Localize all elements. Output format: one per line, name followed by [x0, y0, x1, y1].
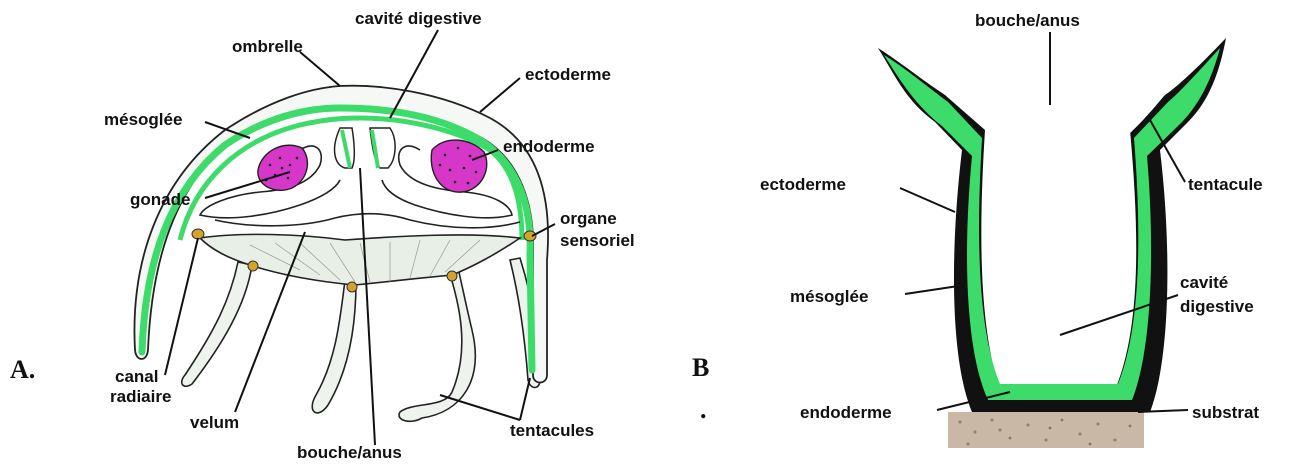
label-tentacule: tentacule	[1188, 175, 1263, 194]
panel-b-dot: .	[700, 395, 707, 424]
label-cavite-b: cavité	[1180, 273, 1228, 292]
label-velum: velum	[190, 413, 239, 432]
label-mesoglee-b: mésoglée	[790, 287, 868, 306]
label-endoderme-a: endoderme	[503, 137, 595, 156]
panel-a-medusa: cavité digestive ombrelle ectoderme méso…	[10, 9, 635, 462]
panel-b-polyp: bouche/anus ectoderme tentacule mésoglée…	[692, 0, 1263, 448]
label-sensoriel: sensoriel	[560, 231, 635, 250]
label-bouche-anus-b: bouche/anus	[975, 11, 1080, 30]
label-canal: canal	[115, 367, 158, 386]
panel-a-letter: A.	[10, 355, 35, 384]
label-gonade: gonade	[130, 190, 190, 209]
label-radiaire: radiaire	[110, 387, 171, 406]
label-endoderme-b: endoderme	[800, 403, 892, 422]
label-digestive-b: digestive	[1180, 297, 1254, 316]
label-ombrelle: ombrelle	[232, 37, 303, 56]
label-ectoderme-a: ectoderme	[525, 65, 611, 84]
label-tentacules: tentacules	[510, 421, 594, 440]
label-substrat: substrat	[1192, 403, 1259, 422]
label-ectoderme-b: ectoderme	[760, 175, 846, 194]
substrate	[948, 412, 1144, 448]
label-organe: organe	[560, 209, 617, 228]
panel-b-letter: B	[692, 353, 709, 382]
label-bouche-anus-a: bouche/anus	[297, 443, 402, 462]
label-mesoglee-a: mésoglée	[104, 110, 182, 129]
label-cavite-digestive: cavité digestive	[355, 9, 482, 28]
